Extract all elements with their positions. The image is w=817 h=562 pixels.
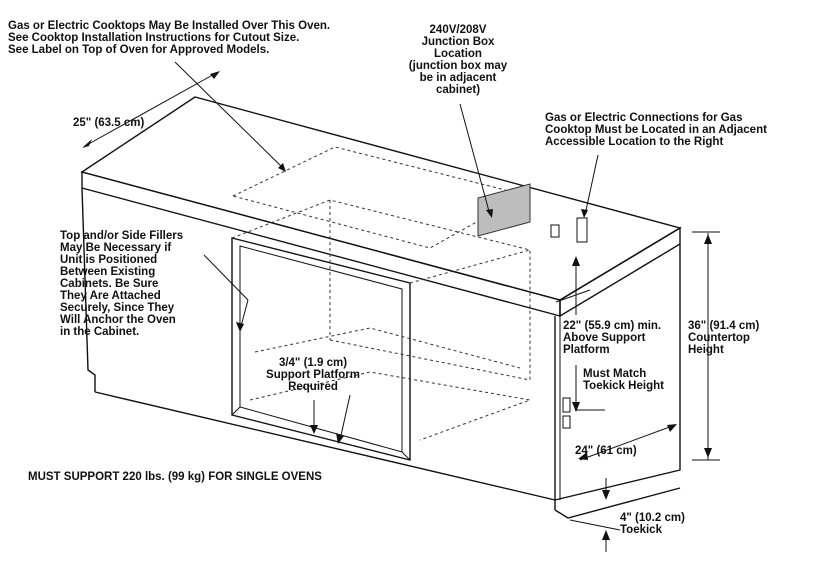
leader-lines xyxy=(84,61,720,552)
interior-dashed-box xyxy=(231,199,532,441)
depth-dimension-label: 25" (63.5 cm) xyxy=(73,117,145,129)
support-platform-note: 3/4" (1.9 cm) Support Platform Required xyxy=(266,357,360,393)
connection-outlets xyxy=(550,217,588,429)
gas-connections-note: Gas or Electric Connections for Gas Cook… xyxy=(545,112,767,148)
width-dimension-label: 24" (61 cm) xyxy=(575,445,637,457)
countertop-height-dimension: 36" (91.4 cm) Countertop Height xyxy=(688,320,760,356)
above-platform-dimension: 22" (55.9 cm) min. Above Support Platfor… xyxy=(563,320,662,356)
cabinet-body xyxy=(81,187,681,519)
oven-opening xyxy=(231,237,411,461)
junction-box xyxy=(477,183,531,237)
arrowheads xyxy=(82,71,712,540)
weight-support-note: MUST SUPPORT 220 lbs. (99 kg) FOR SINGLE… xyxy=(28,471,322,483)
cooktop-installation-note: Gas or Electric Cooktops May Be Installe… xyxy=(8,20,331,56)
toekick-match-note: Must Match Toekick Height xyxy=(583,368,664,392)
junction-box-label: 240V/208V Junction Box Location (junctio… xyxy=(408,24,508,96)
toekick-dimension-label: 4" (10.2 cm) Toekick xyxy=(620,512,685,536)
fillers-note: Top and/or Side Fillers May Be Necessary… xyxy=(60,230,184,338)
